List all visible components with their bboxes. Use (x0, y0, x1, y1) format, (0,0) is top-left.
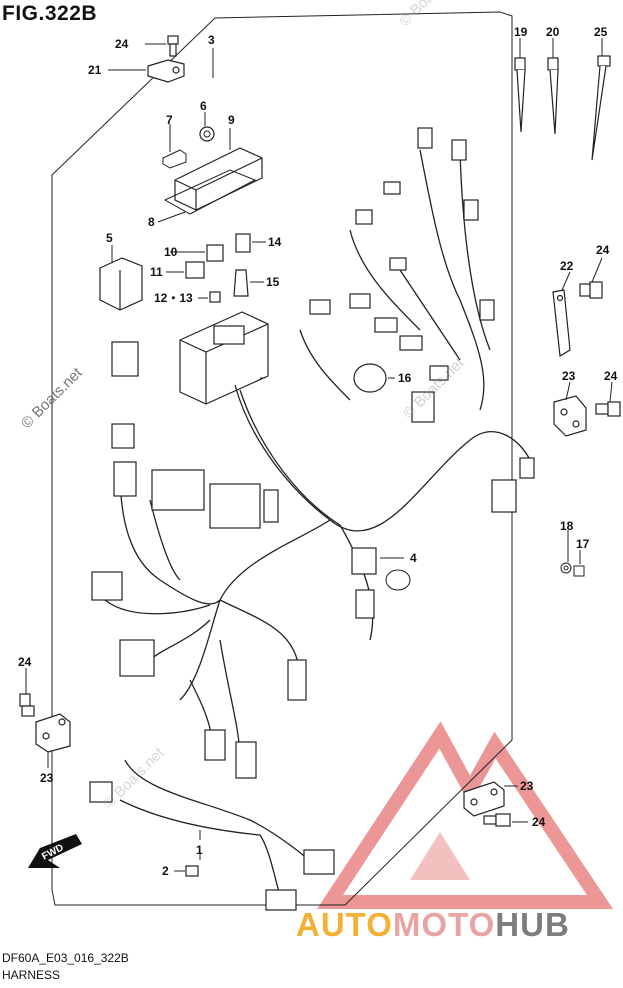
part-number-1: 1 (196, 843, 203, 857)
part-number-20: 20 (546, 25, 560, 39)
part-number-25: 25 (594, 25, 608, 39)
part-number-23-left: 23 (40, 771, 54, 785)
part-number-23-bottom: 23 (520, 779, 534, 793)
figure-code: DF60A_E03_016_322B (2, 951, 129, 965)
part-number-24-right-lower: 24 (604, 369, 618, 383)
part-number-14: 14 (268, 235, 282, 249)
part-number-24-right-upper: 24 (596, 243, 610, 257)
brand-moto: MOTO (392, 906, 496, 943)
bracket-23-right (553, 395, 587, 437)
cable-tie-25 (591, 55, 611, 161)
part-number-24: 24 (115, 37, 129, 51)
relay-14 (235, 233, 251, 253)
fuse-cap-15 (233, 269, 249, 297)
part-number-21: 21 (88, 63, 102, 77)
brand-auto: AUTO (296, 906, 393, 943)
part-number-10: 10 (164, 245, 178, 259)
connectors (89, 127, 535, 911)
fwd-label: FWD (40, 842, 65, 862)
relay-box-cover-9 (174, 147, 263, 211)
main-fuse-box (179, 311, 269, 405)
bolt-24-right-upper (579, 281, 603, 299)
brand-hub: HUB (495, 906, 570, 943)
bolt-24-right-lower (595, 401, 621, 417)
bracket-22 (552, 289, 571, 357)
bolt-24-left (19, 693, 35, 717)
part-number-22: 22 (560, 259, 574, 273)
fuse-12-13 (209, 291, 221, 303)
part-number-9: 9 (228, 113, 235, 127)
part-number-8: 8 (148, 215, 155, 229)
part-number-16: 16 (398, 371, 412, 385)
figure-title: FIG.322B (2, 2, 98, 25)
wire-harness (104, 149, 531, 896)
part-number-12-13: 12・13 (154, 291, 193, 305)
part-number-11: 11 (150, 265, 163, 279)
part-number-4: 4 (410, 551, 417, 565)
nut-17 (573, 565, 585, 577)
bracket-23-bottom (463, 781, 505, 817)
fwd-arrow: FWD (28, 834, 82, 868)
part-number-19: 19 (514, 25, 528, 39)
cable-tie-20 (547, 57, 559, 135)
figure-name: HARNESS (2, 968, 61, 982)
bracket-21 (147, 59, 185, 83)
part-number-24-bottom: 24 (532, 815, 546, 829)
bolt-24-bottom (483, 813, 511, 827)
part-number-5: 5 (106, 231, 113, 245)
part-number-17: 17 (576, 537, 590, 551)
relay-10 (206, 244, 224, 262)
part-number-6: 6 (200, 99, 207, 113)
part-number-15: 15 (266, 275, 280, 289)
assembly-frame (51, 11, 513, 906)
part-number-24-left: 24 (18, 655, 32, 669)
bolt-24-top (167, 35, 179, 57)
unit-5 (99, 257, 143, 311)
nut-2 (185, 865, 199, 877)
part-number-2: 2 (162, 864, 169, 878)
bracket-23-left (35, 713, 71, 753)
part-number-labels: 24 21 3 6 9 7 8 5 10 14 11 15 12・13 19 2… (18, 25, 618, 878)
part-number-23-right: 23 (562, 369, 576, 383)
part-number-18: 18 (560, 519, 574, 533)
relay-11 (185, 261, 205, 279)
part-number-3: 3 (208, 33, 215, 47)
sensor-16 (353, 363, 387, 393)
washer-18 (560, 562, 572, 574)
automotohub-brand: AUTOMOTOHUB (296, 906, 570, 944)
part-number-7: 7 (166, 113, 173, 127)
automotohub-logo-triangle (317, 721, 614, 909)
cable-tie-19 (514, 57, 526, 133)
